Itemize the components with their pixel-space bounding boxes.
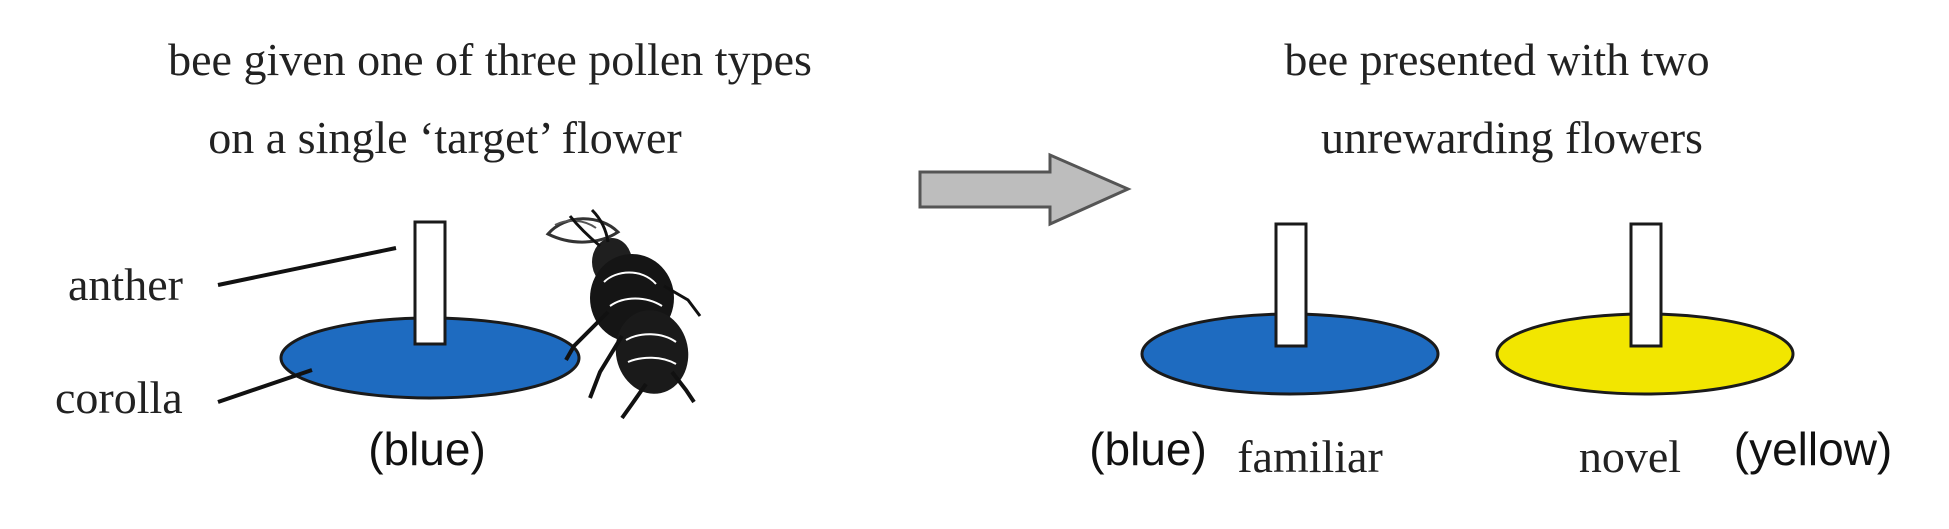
novel-label: novel	[1579, 431, 1681, 482]
corolla-pointer-line	[217, 368, 313, 404]
left-panel: bee given one of three pollen types on a…	[55, 34, 812, 475]
familiar-color-note: (blue)	[1089, 423, 1207, 475]
right-caption-line-1: bee presented with two	[1284, 34, 1709, 85]
arrow-right-icon	[918, 152, 1132, 227]
familiar-flower-anther	[1274, 222, 1308, 348]
right-caption-line-2: unrewarding flowers	[1321, 112, 1703, 163]
novel-flower-anther	[1629, 222, 1663, 348]
target-flower-anther	[413, 220, 447, 346]
left-caption-line-1: bee given one of three pollen types	[168, 34, 812, 85]
familiar-label: familiar	[1237, 431, 1383, 482]
anther-label: anther	[68, 259, 183, 310]
familiar-flower	[1140, 222, 1440, 396]
right-panel: bee presented with two unrewarding flowe…	[1089, 34, 1892, 482]
anther-pointer-line	[217, 246, 397, 287]
novel-color-note: (yellow)	[1734, 423, 1892, 475]
left-caption-line-2: on a single ‘target’ flower	[208, 112, 681, 163]
bee-icon	[545, 208, 702, 420]
corolla-label: corolla	[55, 372, 183, 423]
target-flower-color-note: (blue)	[368, 423, 486, 475]
novel-flower	[1495, 222, 1795, 396]
transition-arrow	[918, 152, 1132, 227]
